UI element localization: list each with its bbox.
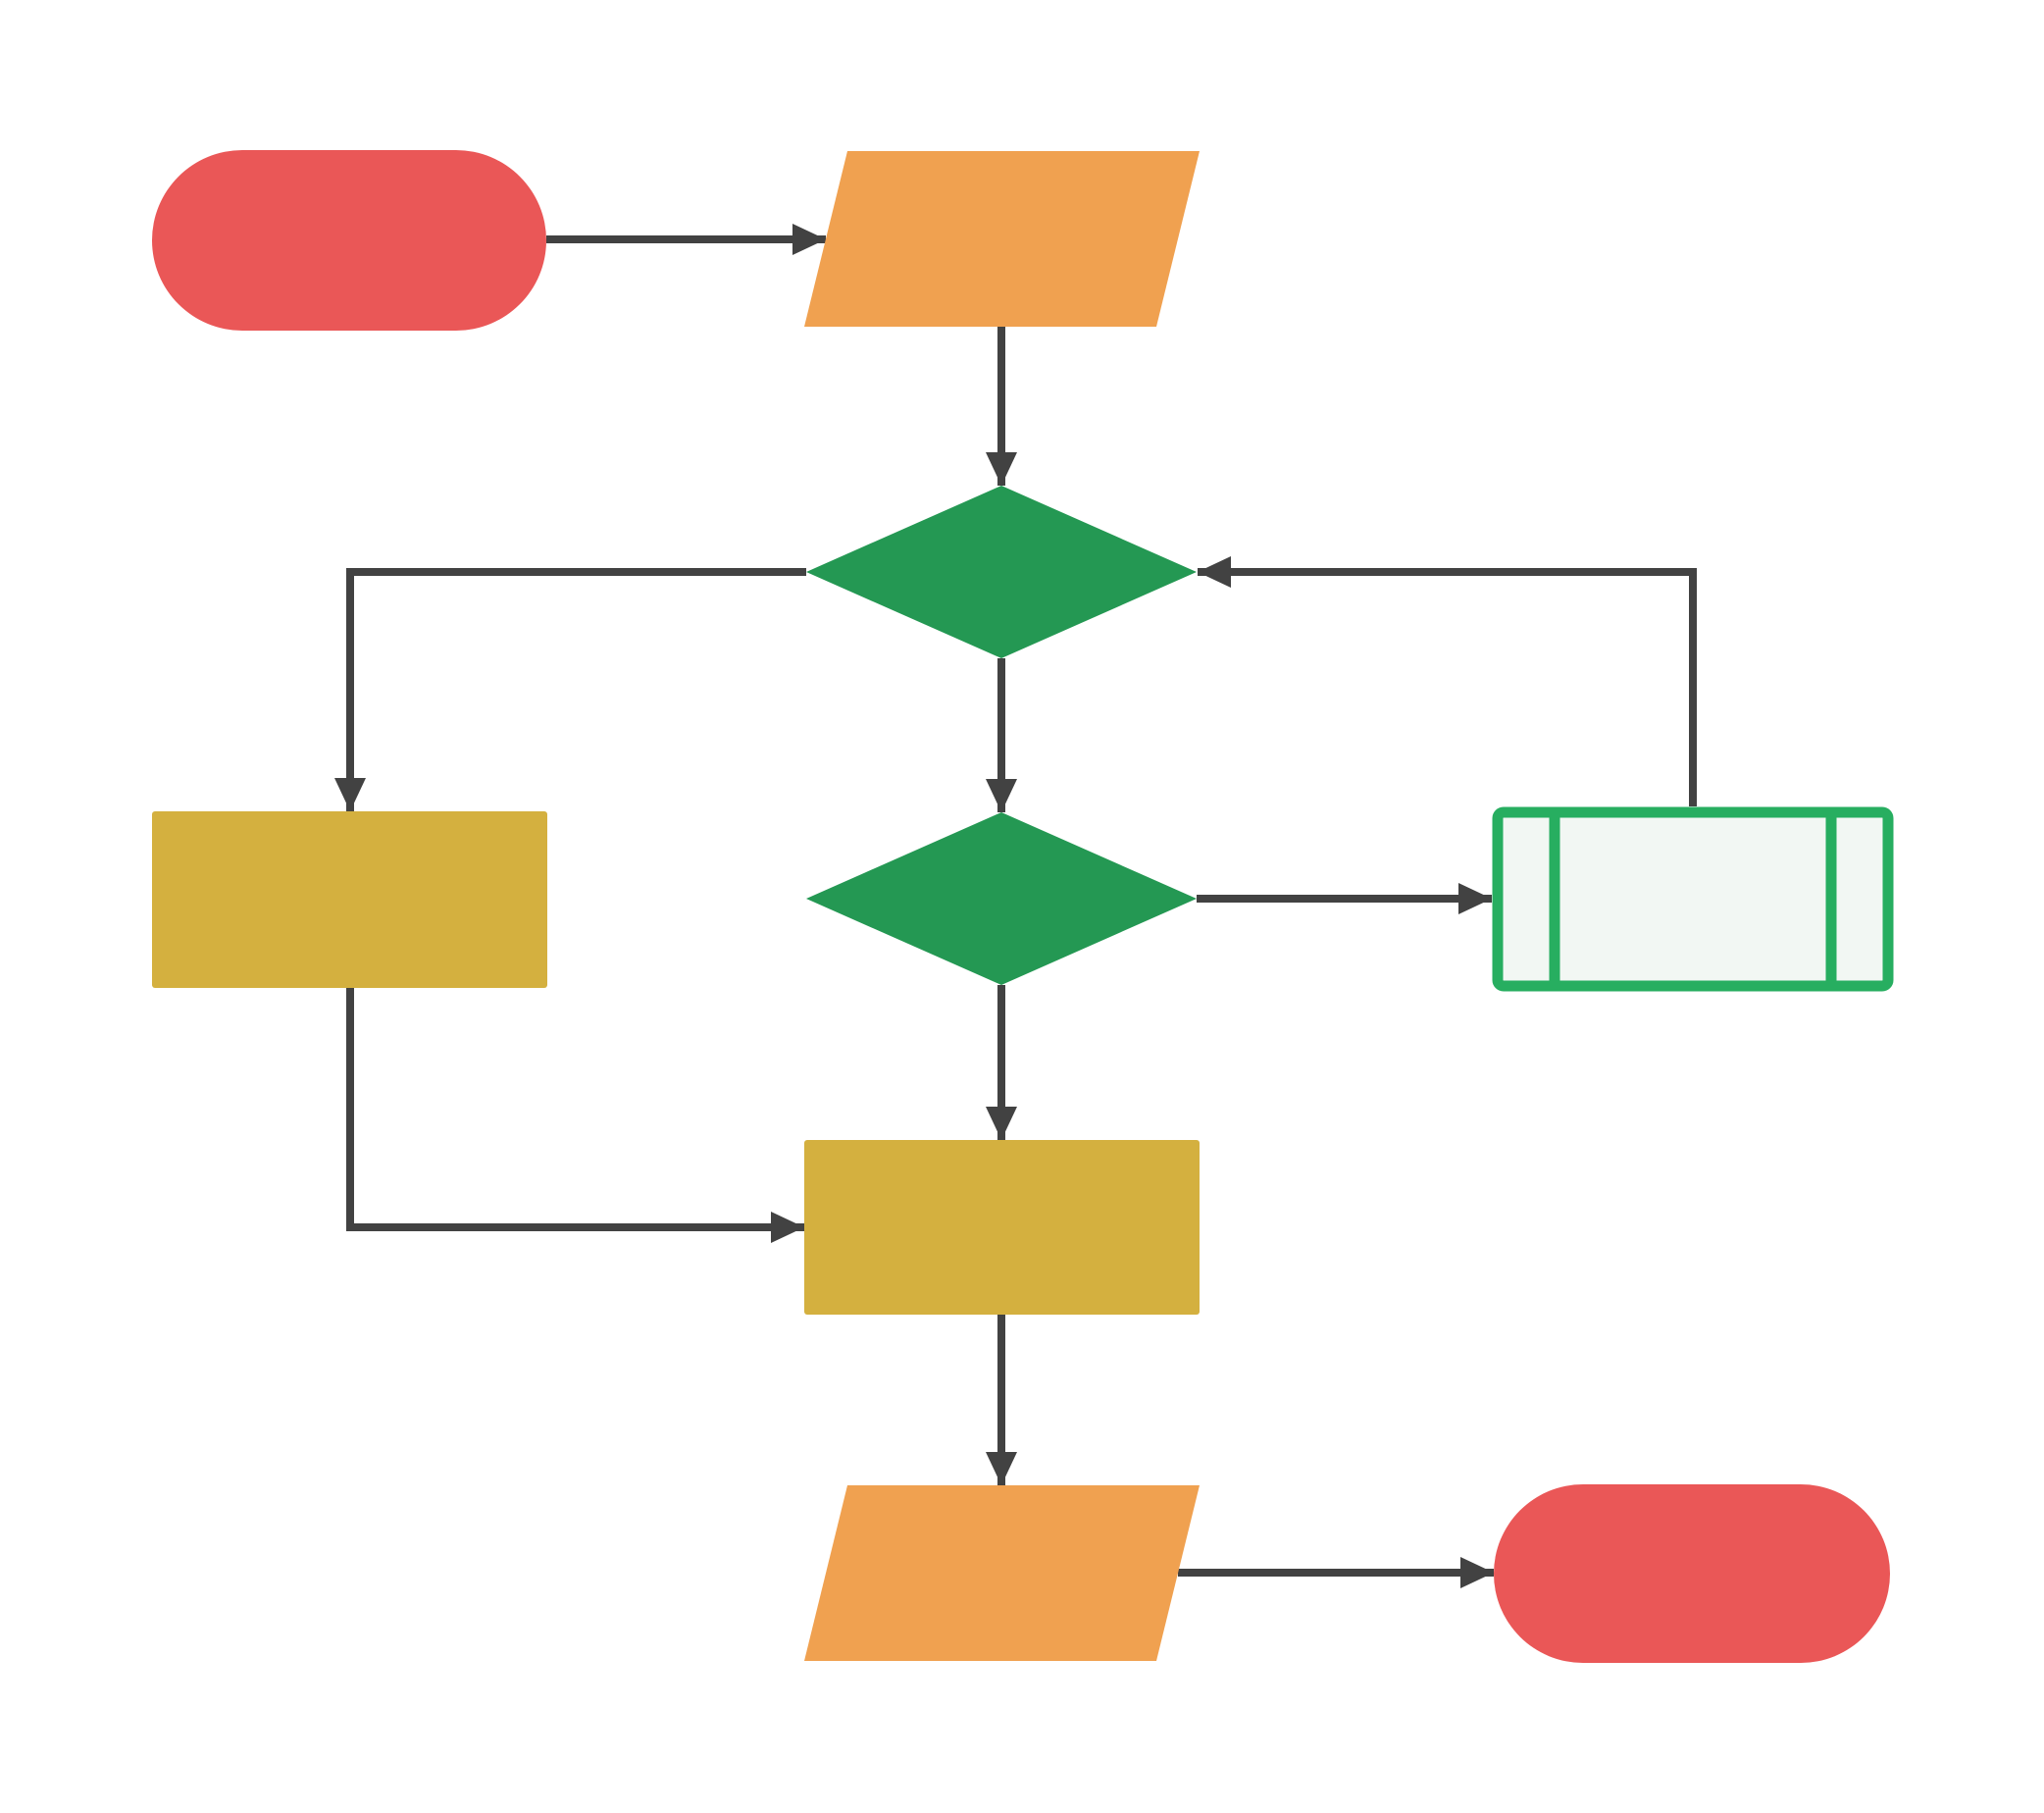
edge-process-left-to-process-center[interactable] — [346, 988, 804, 1243]
input-output-node-top[interactable] — [804, 151, 1200, 327]
end-terminator-node[interactable] — [1494, 1484, 1890, 1663]
edge-subroutine-to-decision-1[interactable] — [1198, 556, 1697, 806]
decision-node-1[interactable] — [806, 486, 1197, 658]
process-node-center[interactable] — [804, 1140, 1200, 1315]
start-terminator-node[interactable] — [152, 150, 546, 331]
edge-decision-1-to-process-left[interactable] — [334, 568, 806, 811]
decision-node-2[interactable] — [806, 812, 1197, 985]
predefined-process-node[interactable] — [1492, 806, 1894, 992]
input-output-node-bottom[interactable] — [804, 1485, 1200, 1661]
process-node-left[interactable] — [152, 811, 547, 988]
